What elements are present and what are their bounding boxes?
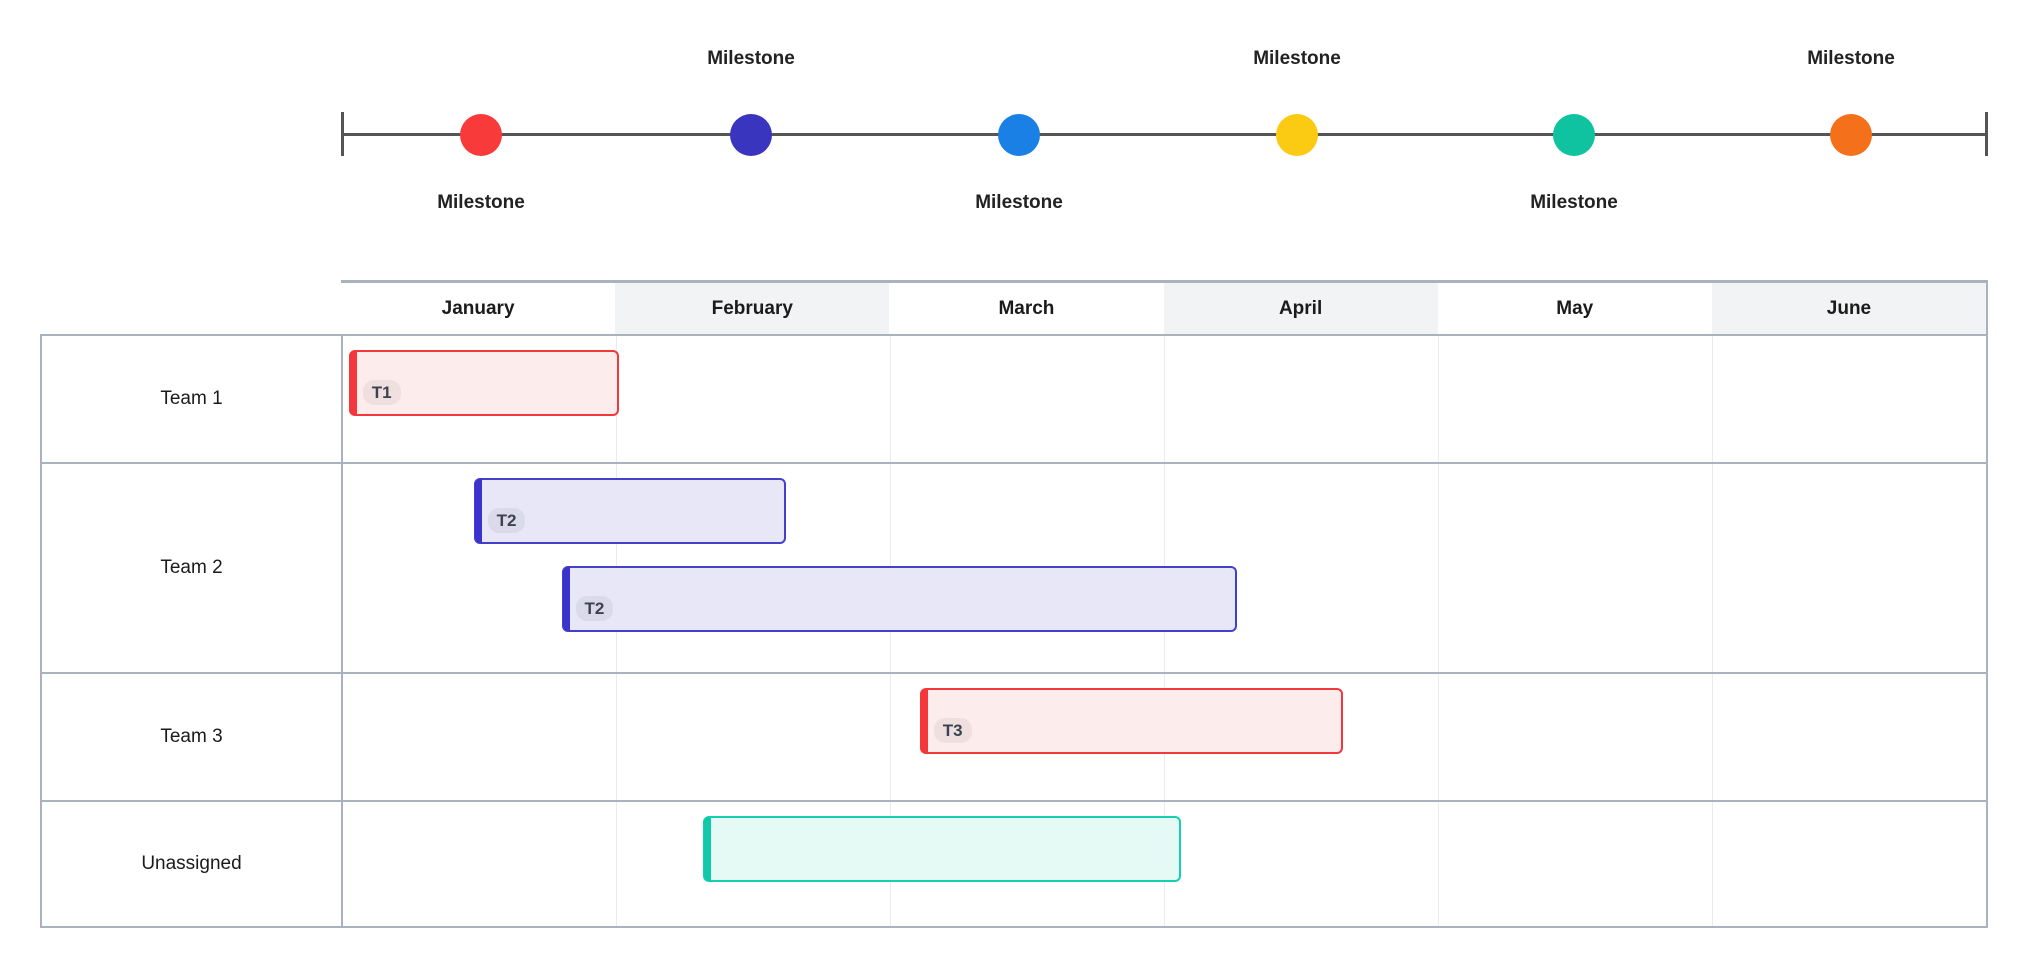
grid-cell-june (1713, 464, 1986, 672)
month-header-march[interactable]: March (998, 297, 1055, 319)
gantt-row: Unassigned (40, 800, 1988, 928)
task-bar[interactable]: T2 (473, 478, 786, 544)
row-track (343, 802, 1986, 926)
grid-cell-april (1165, 336, 1439, 462)
task-bar[interactable] (702, 816, 1181, 882)
task-bar-accent (562, 567, 570, 631)
milestone-marker-1[interactable] (460, 114, 502, 156)
grid-cell-february (617, 674, 891, 800)
row-label-team-1[interactable]: Team 1 (42, 336, 343, 462)
milestone-marker-5[interactable] (1553, 114, 1595, 156)
gantt-month-header: January February March April May June (341, 280, 1988, 334)
task-bar-badge: T2 (575, 595, 614, 621)
grid-cell-may (1439, 674, 1713, 800)
task-bar-badge: T1 (362, 379, 401, 405)
grid-cell-january (343, 674, 617, 800)
task-bar[interactable]: T2 (561, 566, 1237, 632)
grid-cell-may (1439, 464, 1713, 672)
milestone-marker-2[interactable] (730, 114, 772, 156)
gantt-row: Team 1 T1 (40, 334, 1988, 462)
row-label-team-2[interactable]: Team 2 (42, 464, 343, 672)
month-header-february[interactable]: February (615, 283, 890, 334)
month-header-january[interactable]: January (441, 297, 515, 319)
task-bar-accent (703, 817, 711, 881)
grid-cell-january (343, 802, 617, 926)
task-bar-badge: T3 (933, 717, 972, 743)
row-track: T3 (343, 674, 1986, 800)
milestone-marker-3[interactable] (998, 114, 1040, 156)
milestone-label-3: Milestone (975, 192, 1063, 213)
task-bar-accent (920, 689, 928, 753)
timeline-axis-end-cap (1985, 112, 1988, 156)
timeline-axis-start-cap (341, 112, 344, 156)
task-bar-badge: T2 (487, 507, 526, 533)
grid-cell-april (1165, 802, 1439, 926)
row-label-unassigned[interactable]: Unassigned (42, 802, 343, 926)
timeline-axis-line (341, 133, 1988, 136)
milestone-label-4: Milestone (1253, 48, 1341, 69)
milestone-label-6: Milestone (1807, 48, 1895, 69)
task-bar-accent (474, 479, 482, 543)
grid-cell-march (891, 336, 1165, 462)
grid-cell-june (1713, 336, 1986, 462)
milestone-label-5: Milestone (1530, 192, 1618, 213)
milestone-marker-6[interactable] (1830, 114, 1872, 156)
grid-cell-june (1713, 802, 1986, 926)
row-label-team-3[interactable]: Team 3 (42, 674, 343, 800)
month-header-june[interactable]: June (1711, 283, 1987, 334)
row-track: T1 (343, 336, 1986, 462)
task-bar[interactable]: T1 (348, 350, 620, 416)
month-header-may[interactable]: May (1556, 297, 1594, 319)
grid-cell-june (1713, 674, 1986, 800)
milestone-label-1: Milestone (437, 192, 525, 213)
task-bar[interactable]: T3 (919, 688, 1343, 754)
month-header-april[interactable]: April (1163, 283, 1438, 334)
grid-cell-may (1439, 802, 1713, 926)
milestone-label-2: Milestone (707, 48, 795, 69)
grid-cell-february (617, 336, 891, 462)
task-bar-accent (349, 351, 357, 415)
grid-cell-may (1439, 336, 1713, 462)
milestone-marker-4[interactable] (1276, 114, 1318, 156)
gantt-row: Team 3 T3 (40, 672, 1988, 800)
